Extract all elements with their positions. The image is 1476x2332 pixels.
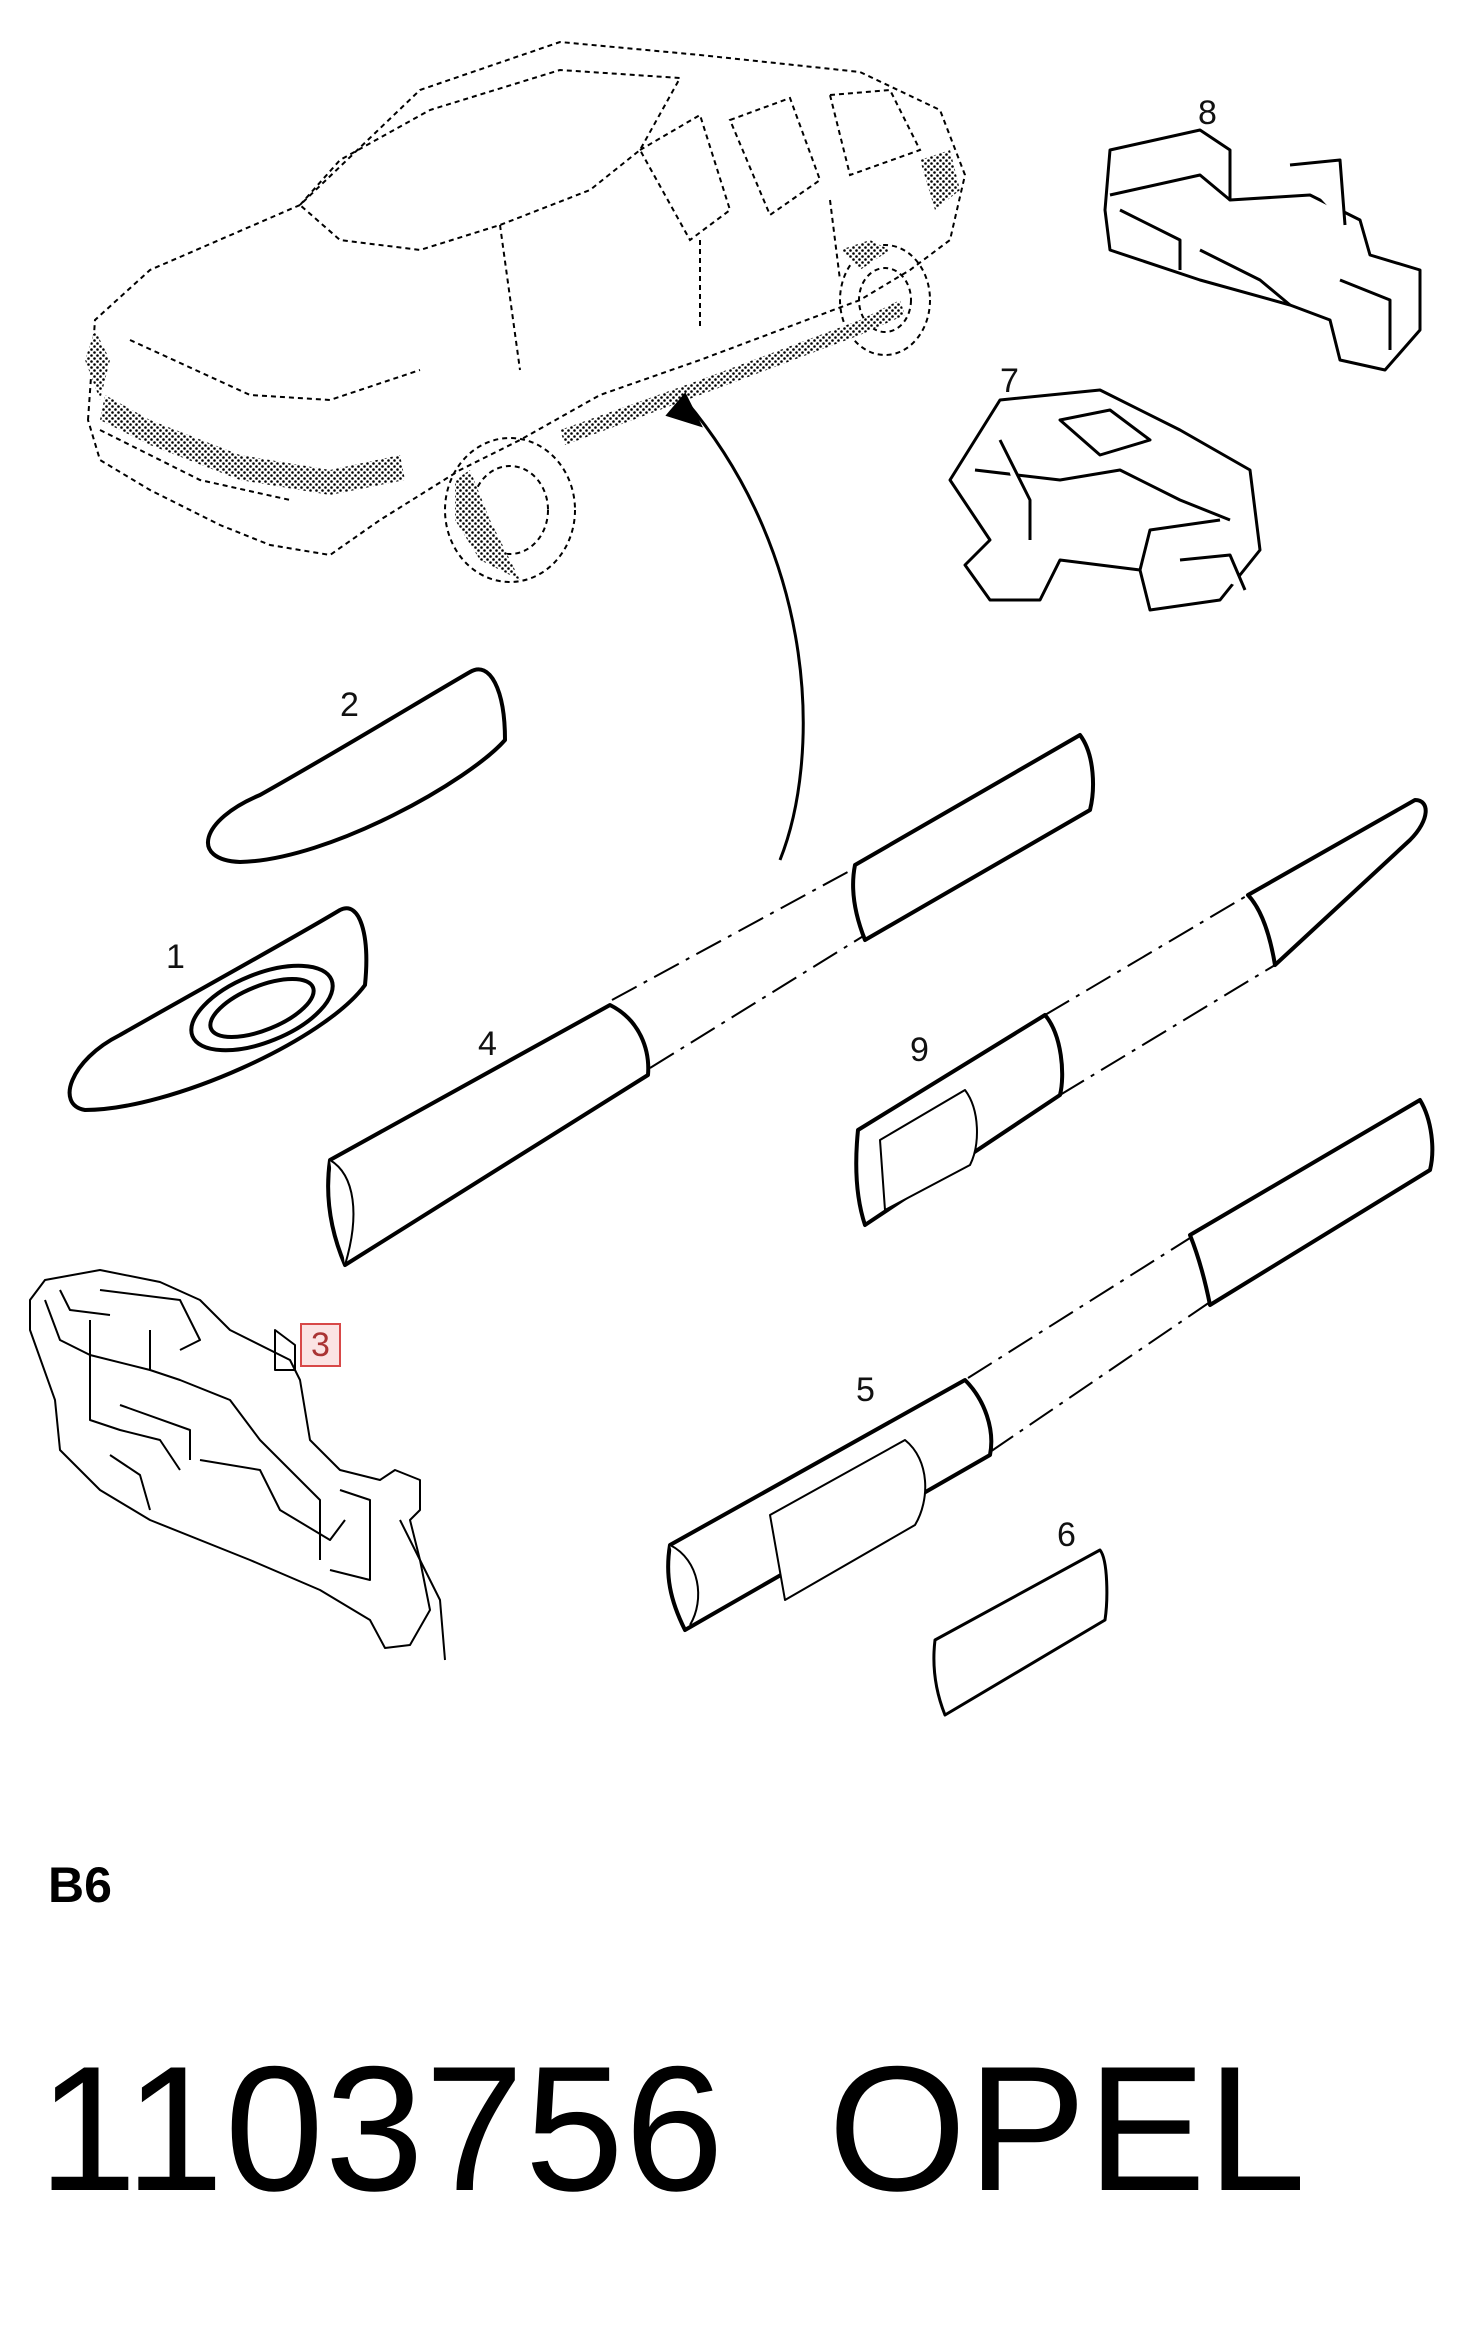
- part-4-dash: [611, 867, 866, 1069]
- part-5-dash: [967, 1237, 1211, 1453]
- callout-9: 9: [910, 1031, 929, 1069]
- part-9-molding: [854, 798, 1428, 1227]
- part-3-bracket: [29, 1269, 446, 1661]
- part-1-trim: [67, 906, 369, 1112]
- part-8-clip: [1103, 128, 1422, 372]
- brand-name: OPEL: [828, 2029, 1307, 2228]
- section-code: B6: [48, 1857, 112, 1913]
- part-2-trim: [206, 667, 507, 864]
- callout-8: 8: [1198, 94, 1217, 132]
- part-9-dash: [1044, 894, 1276, 1096]
- pointer-arrow: [665, 392, 805, 861]
- callout-6: 6: [1057, 1516, 1076, 1554]
- part-4-molding: [326, 733, 1095, 1267]
- callout-2: 2: [340, 686, 359, 724]
- callout-3-highlighted[interactable]: 3: [300, 1323, 341, 1367]
- part-5-molding: [666, 1098, 1435, 1632]
- callout-7: 7: [1000, 362, 1019, 400]
- callout-5: 5: [856, 1371, 875, 1409]
- car-shading: [85, 150, 960, 580]
- part-number: 1103756: [38, 2029, 725, 2228]
- part-6-pad: [932, 1548, 1109, 1717]
- callout-4: 4: [478, 1025, 497, 1063]
- car-illustration: [86, 40, 967, 583]
- callout-1: 1: [166, 938, 185, 976]
- part-7-retainer: [948, 388, 1262, 612]
- parts-diagram: [29, 40, 1435, 1717]
